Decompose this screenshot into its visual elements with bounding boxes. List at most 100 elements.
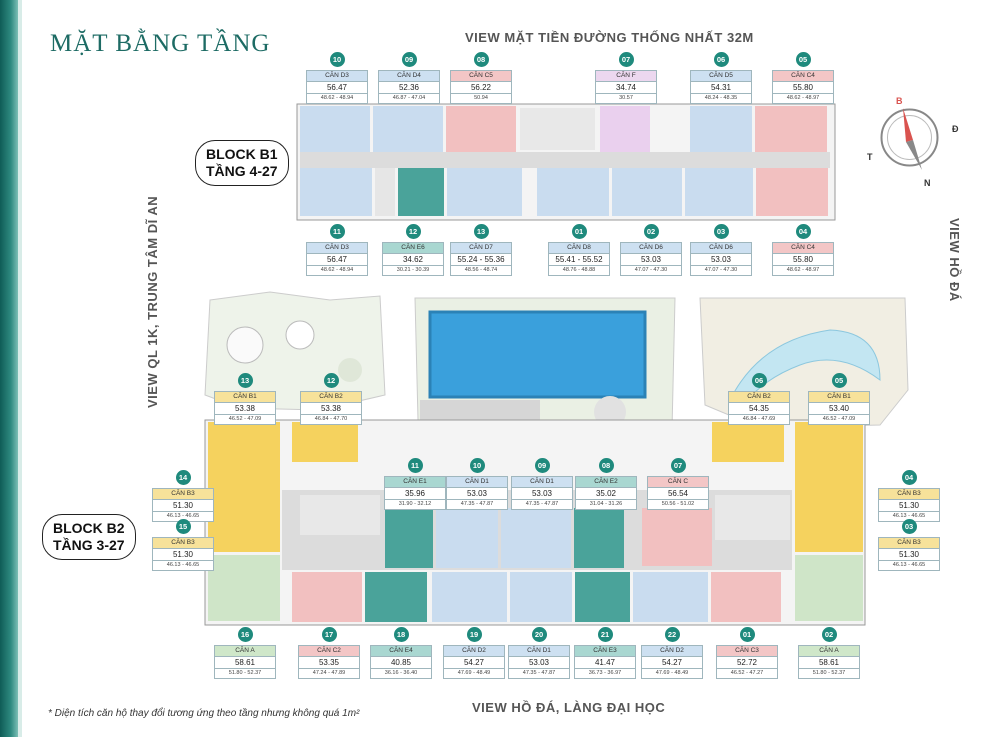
unit-number: 03 [713, 224, 729, 239]
unit-area: 54.27 [642, 657, 702, 669]
unit-number: 19 [466, 627, 482, 642]
compass-north-b: B [896, 96, 903, 106]
unit-area: 54.31 [691, 82, 751, 94]
unit-number: 07 [618, 52, 634, 67]
unit-area-range: 48.62 - 48.94 [320, 95, 354, 101]
unit-name: CĂN D6 [621, 243, 681, 254]
unit-area-range: 46.13 - 46.65 [892, 513, 926, 519]
unit-area-range: 31.04 - 31.26 [589, 501, 623, 507]
unit-name: CĂN E6 [383, 243, 443, 254]
unit-name: CĂN B3 [879, 489, 939, 500]
unit-area-range: 47.07 - 47.30 [704, 267, 738, 273]
unit-name: CĂN D6 [691, 243, 751, 254]
unit-number: 07 [670, 458, 686, 473]
block-b2-name: BLOCK B2 [53, 520, 125, 536]
landscape-area [204, 291, 909, 456]
unit-name: CĂN D7 [451, 243, 511, 254]
unit-name: CĂN D4 [379, 71, 439, 82]
unit-area-range: 46.84 - 47.70 [314, 416, 348, 422]
decorative-sidebar [0, 0, 18, 737]
unit-area: 51.30 [153, 500, 213, 512]
unit-area-range: 47.24 - 47.89 [312, 670, 346, 676]
unit-name: CĂN B3 [879, 538, 939, 549]
unit-name: CĂN C4 [773, 243, 833, 254]
page-title: MẶT BẰNG TẦNG [50, 30, 271, 57]
unit-number: 05 [831, 373, 847, 388]
unit-area: 41.47 [575, 657, 635, 669]
unit-name: CĂN C [648, 477, 708, 488]
unit-area-range: 47.35 - 47.87 [460, 501, 494, 507]
unit-area: 55.24 - 55.36 [451, 254, 511, 266]
unit-area: 56.47 [307, 254, 367, 266]
unit-name: CĂN C3 [717, 646, 777, 657]
unit-name: CĂN E1 [385, 477, 445, 488]
unit-area: 53.38 [301, 403, 361, 415]
unit-name: CĂN E4 [371, 646, 431, 657]
unit-number: 01 [739, 627, 755, 642]
footnote: * Diện tích căn hộ thay đổi tương ứng th… [48, 708, 360, 719]
unit-name: CĂN B1 [215, 392, 275, 403]
unit-area: 56.47 [307, 82, 367, 94]
unit-area: 53.03 [512, 488, 572, 500]
unit-area: 51.30 [879, 500, 939, 512]
unit-area: 55.80 [773, 82, 833, 94]
unit-area: 34.74 [596, 82, 656, 94]
unit-number: 03 [901, 519, 917, 534]
block-b1-label: BLOCK B1 TẦNG 4-27 [195, 140, 289, 186]
unit-area-range: 47.35 - 47.87 [522, 670, 556, 676]
unit-area-range: 48.76 - 48.88 [562, 267, 596, 273]
unit-name: CĂN D1 [509, 646, 569, 657]
unit-number: 09 [534, 458, 550, 473]
unit-area-range: 46.52 - 47.09 [228, 416, 262, 422]
view-bottom-label: VIEW HỒ ĐÁ, LÀNG ĐẠI HỌC [472, 700, 666, 715]
unit-number: 05 [795, 52, 811, 67]
block-b2-plan [204, 419, 866, 626]
unit-area-range: 46.13 - 46.65 [166, 562, 200, 568]
unit-name: CĂN A [799, 646, 859, 657]
unit-area: 58.61 [215, 657, 275, 669]
unit-area-range: 50.56 - 51.02 [661, 501, 695, 507]
unit-area: 35.96 [385, 488, 445, 500]
unit-number: 10 [469, 458, 485, 473]
block-b2-floors: TẦNG 3-27 [53, 537, 125, 553]
unit-name: CĂN D5 [691, 71, 751, 82]
unit-name: CĂN B1 [809, 392, 869, 403]
unit-area-range: 46.13 - 46.65 [892, 562, 926, 568]
unit-area-range: 48.62 - 48.97 [786, 95, 820, 101]
unit-area-range: 48.56 - 48.74 [464, 267, 498, 273]
unit-number: 04 [795, 224, 811, 239]
unit-number: 22 [664, 627, 680, 642]
unit-area-range: 47.69 - 48.49 [655, 670, 689, 676]
compass: B Đ T N [867, 96, 959, 188]
unit-area: 55.41 - 55.52 [549, 254, 609, 266]
unit-area-range: 46.84 - 47.69 [742, 416, 776, 422]
unit-area-range: 47.69 - 48.49 [457, 670, 491, 676]
